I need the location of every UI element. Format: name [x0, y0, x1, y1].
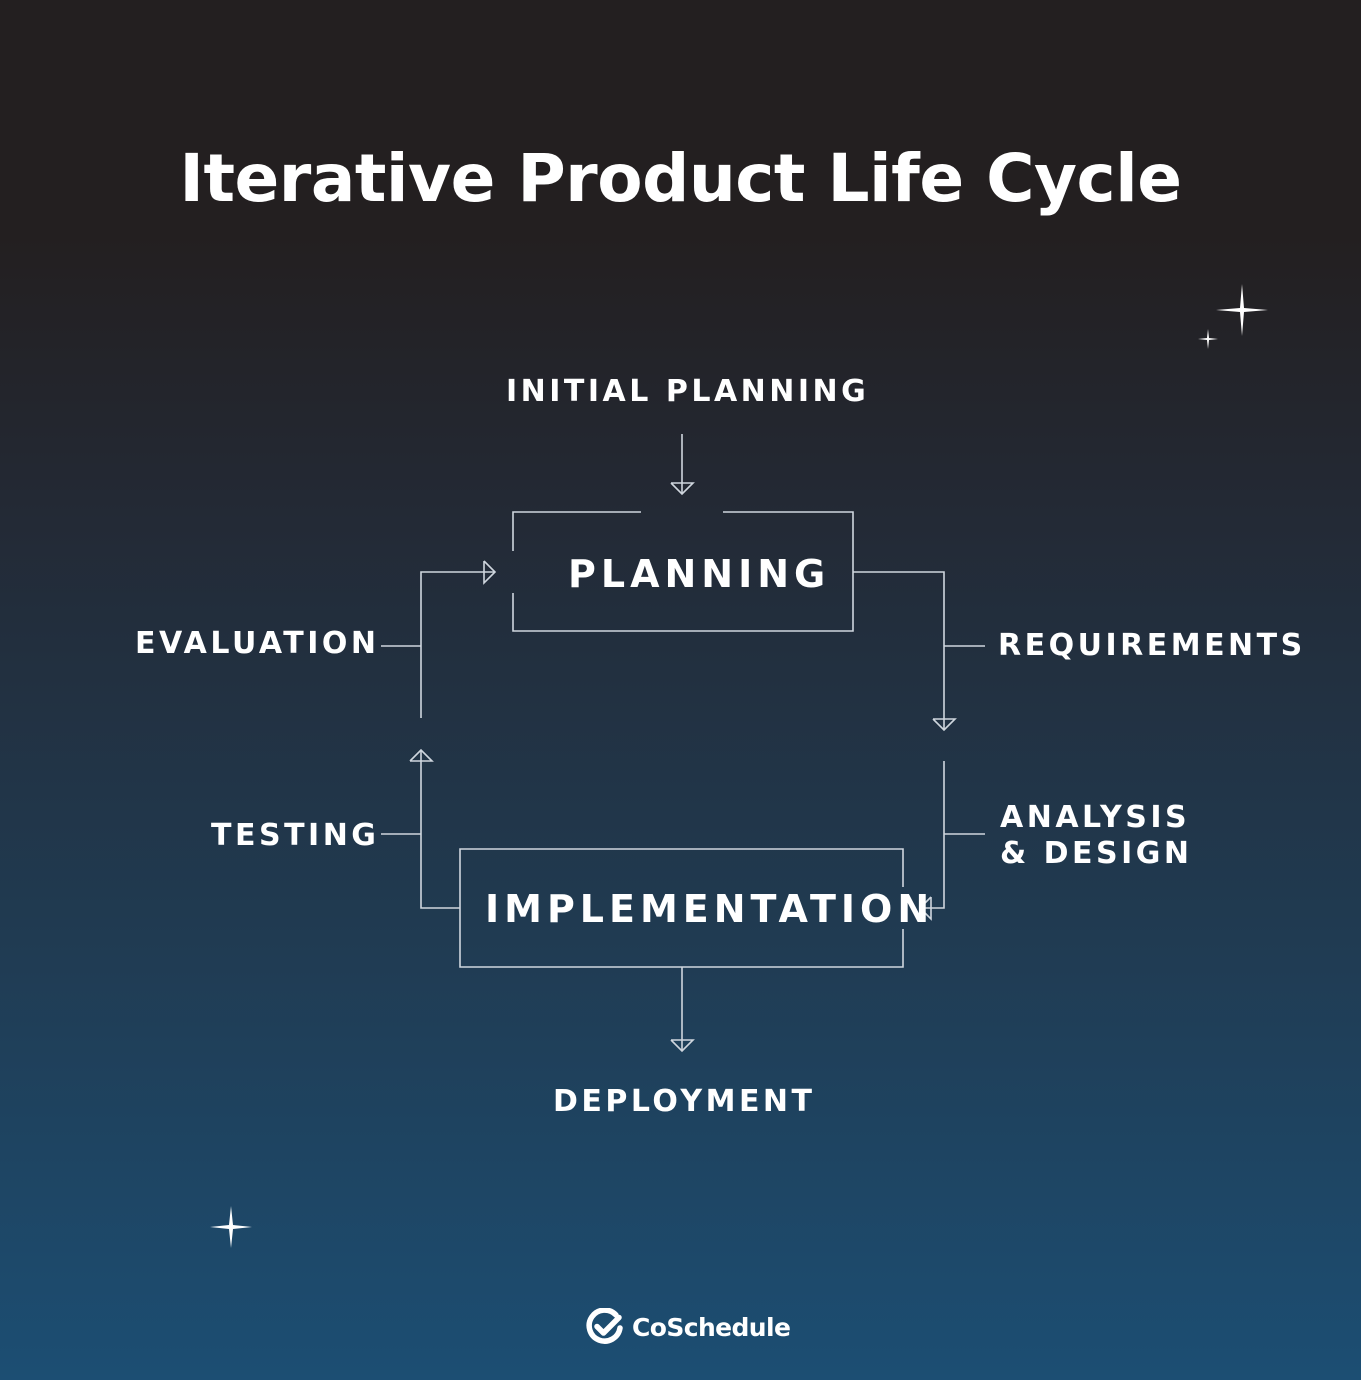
evaluation-connector	[420, 571, 495, 718]
sparkle-star-icon	[1216, 284, 1268, 336]
requirements-label: REQUIREMENTS	[998, 628, 1306, 663]
analysis-label-line1: ANALYSIS	[1000, 800, 1191, 835]
brand-name: CoSchedule	[632, 1312, 791, 1342]
brand-logo: CoSchedule	[586, 1307, 791, 1347]
testing-arrow-head	[409, 748, 434, 762]
analysis-arrow-head	[918, 896, 932, 921]
deployment-arrow-head	[670, 1039, 695, 1053]
testing-label: TESTING	[211, 818, 380, 853]
sparkle-star-icon	[210, 1206, 252, 1248]
page-title: Iterative Product Life Cycle	[179, 140, 1182, 217]
sparkle-star-icon	[1198, 329, 1218, 349]
deployment-label: DEPLOYMENT	[553, 1084, 816, 1119]
testing-connector	[420, 750, 460, 909]
implementation-label: IMPLEMENTATION	[485, 887, 935, 931]
analysis-label-line2: & DESIGN	[1000, 836, 1193, 871]
requirements-arrow-head	[932, 718, 957, 732]
planning-box	[512, 511, 854, 632]
requirements-connector	[853, 571, 945, 729]
analysis-connector	[921, 761, 945, 909]
planning-label: PLANNING	[568, 552, 831, 596]
evaluation-arrow-head	[483, 560, 497, 585]
initial-planning-label: INITIAL PLANNING	[506, 374, 870, 409]
check-circle-icon	[586, 1308, 623, 1344]
initial-arrow-head	[670, 482, 695, 496]
evaluation-label: EVALUATION	[135, 626, 380, 661]
